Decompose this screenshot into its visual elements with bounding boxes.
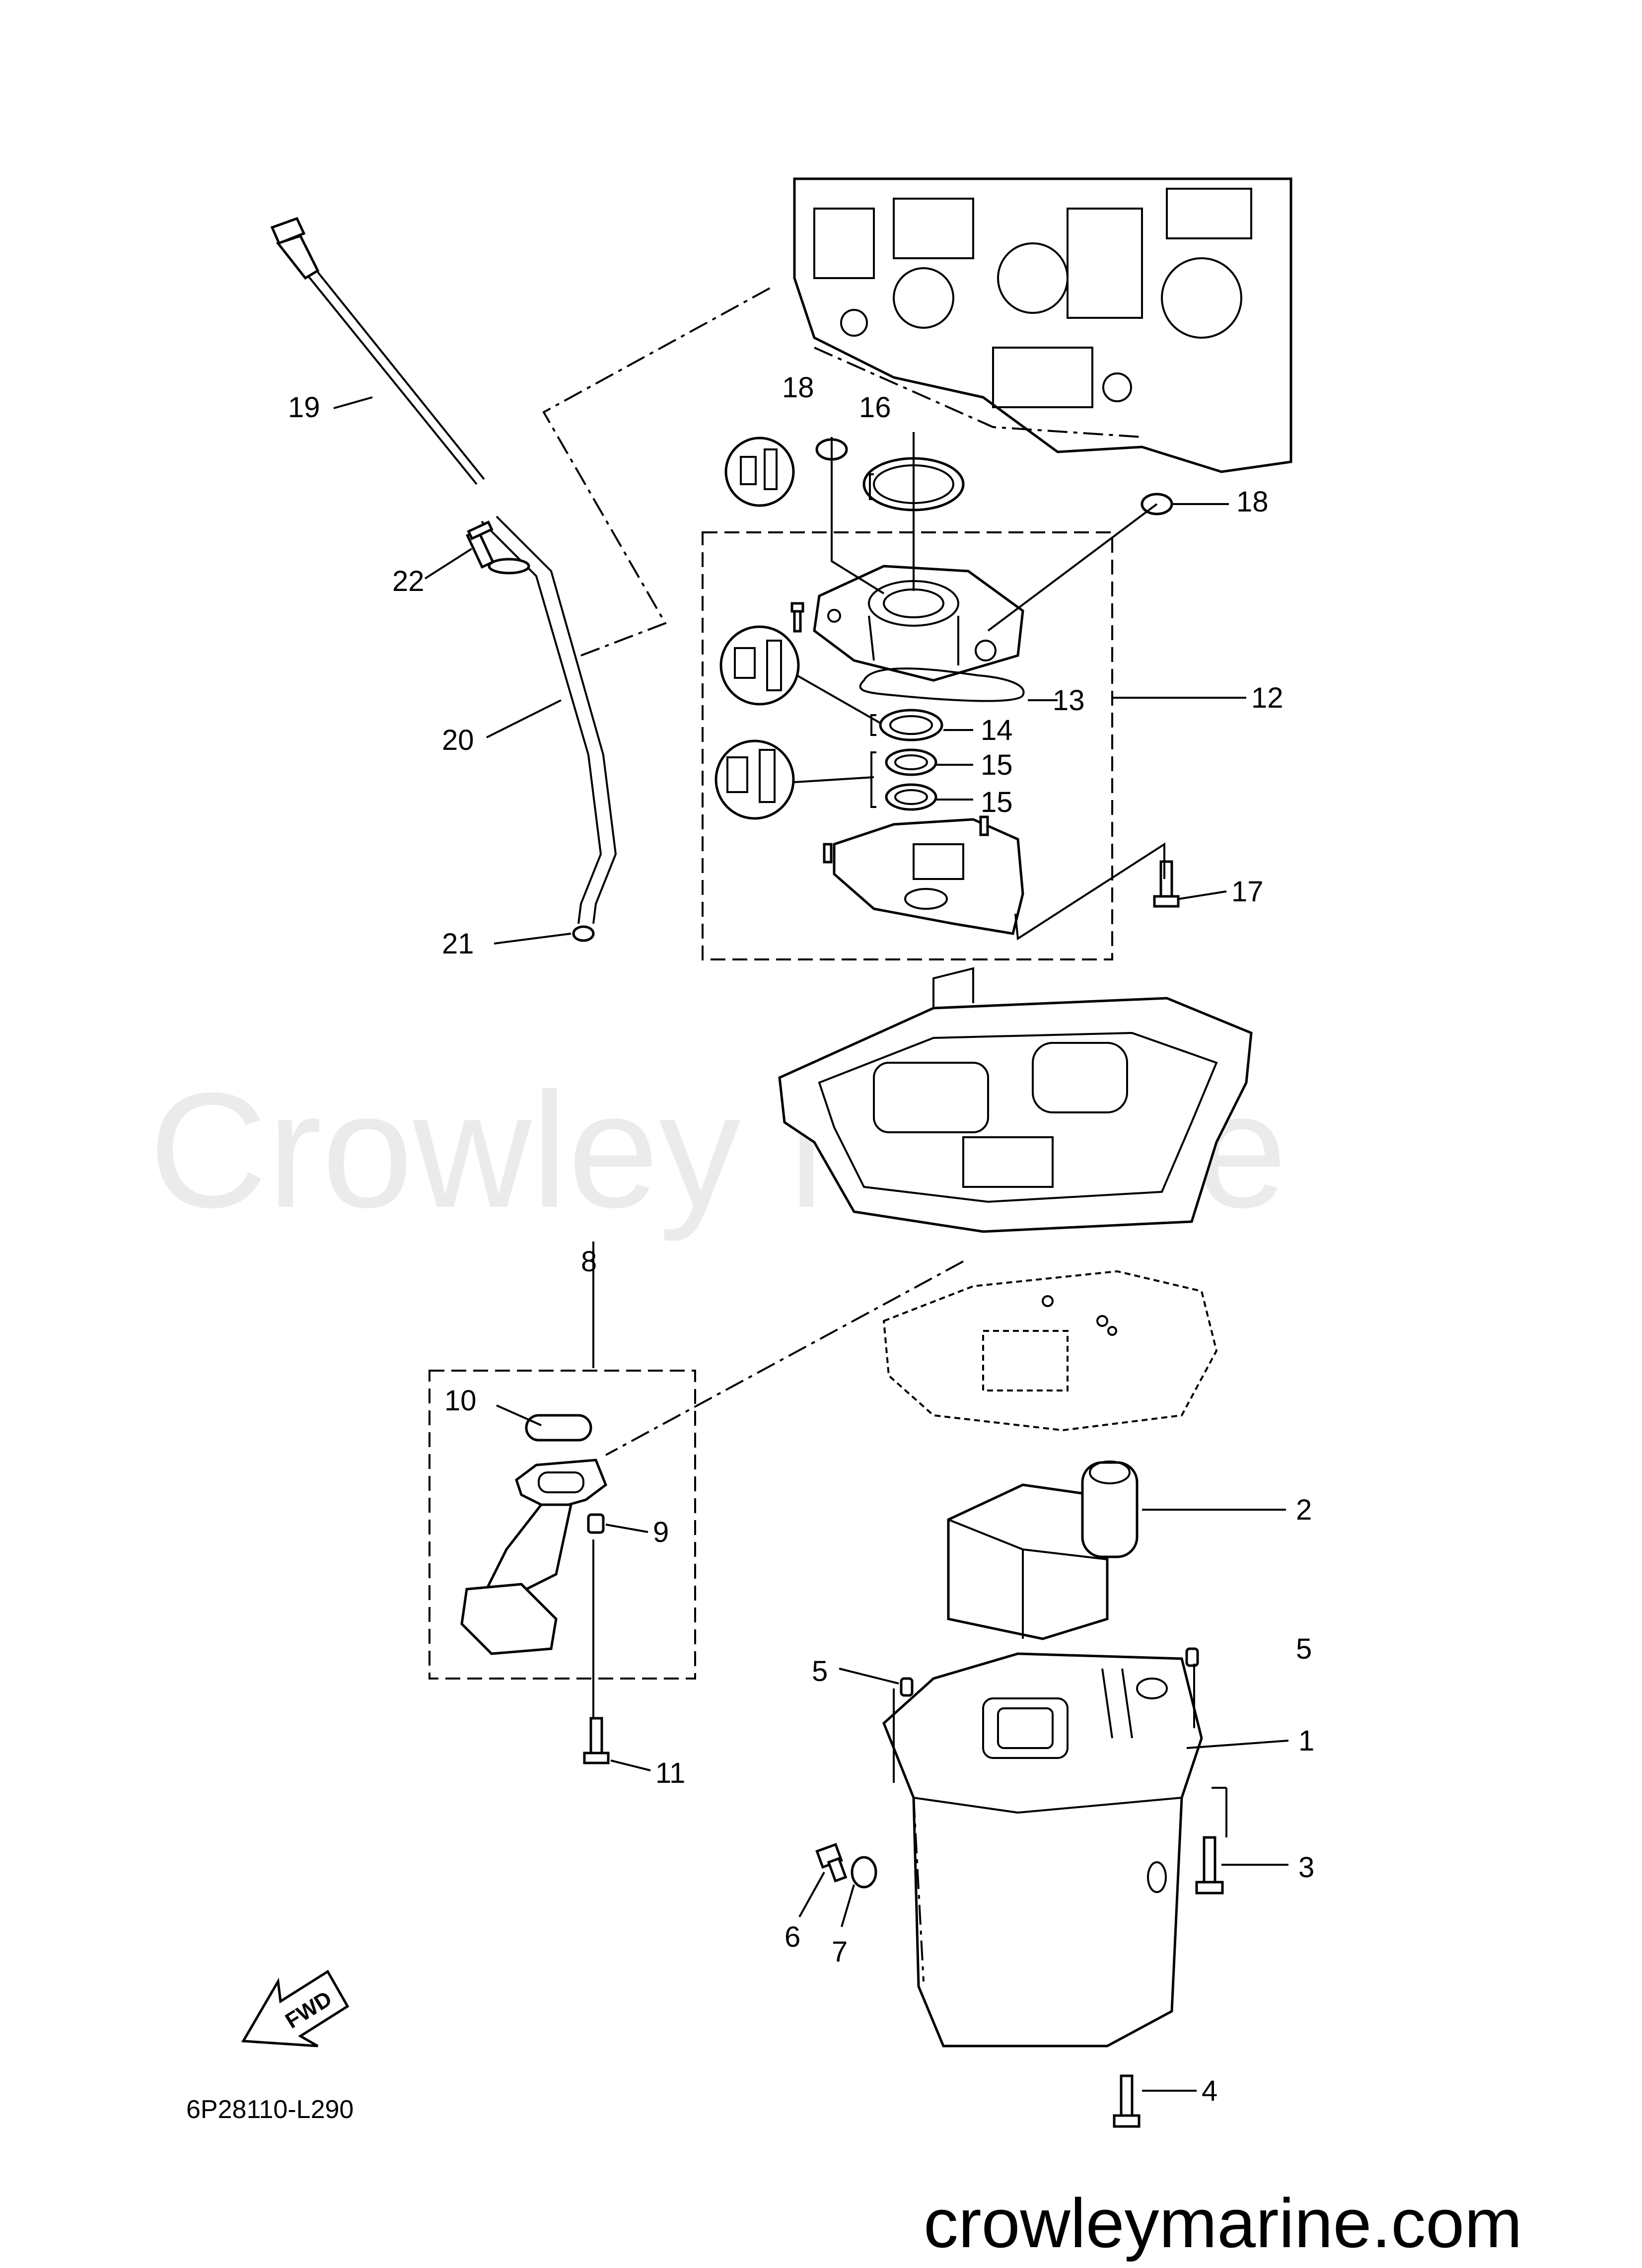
seal-15-upper [885,748,937,776]
leader-lines [333,396,1289,2092]
bolt-17 [1153,860,1180,908]
callout-19: 19 [288,391,320,424]
gasket-13 [859,667,1025,702]
drain-plug-6 [815,1842,848,1883]
callout-6: 6 [785,1921,800,1953]
callout-15-lower: 15 [981,786,1013,818]
callout-5-right: 5 [1296,1633,1312,1665]
callout-13: 13 [1053,684,1085,717]
callout-4: 4 [1202,2075,1217,2107]
callout-20: 20 [442,724,474,756]
callout-5-left: 5 [812,1655,828,1687]
plug-9 [587,1513,605,1534]
oil-pan-1 [882,1652,1203,2048]
callout-14: 14 [981,714,1013,746]
seal-15-lower [870,751,937,811]
callout-12: 12 [1251,682,1284,714]
callout-8: 8 [581,1245,597,1278]
seal-detail-2 [719,625,884,726]
dowel-pin-5-right [1185,1647,1199,1667]
seal-detail-1 [724,437,795,507]
dipstick [270,217,485,485]
callout-2: 2 [1296,1494,1312,1526]
oil-strainer [460,1459,608,1655]
callout-18-left: 18 [782,371,814,404]
callout-7: 7 [832,1936,848,1968]
alignment-line-guide [542,285,775,657]
o-ring-21 [572,925,595,942]
gasket-7 [851,1856,877,1889]
screw-housing [790,602,804,633]
baffle-2 [947,1461,1139,1640]
callout-9: 9 [653,1516,669,1548]
callout-3: 3 [1298,1851,1314,1884]
upper-housing [813,565,1024,682]
bolt-22 [466,520,495,569]
dowel-pin-5-left [900,1677,914,1697]
engine-block [793,177,1292,473]
lower-housing [823,815,1024,935]
callout-18-right: 18 [1236,486,1269,518]
alignment-line-strainer [605,1260,964,1456]
bolt-11 [583,1717,610,1764]
gasket [882,1270,1218,1432]
o-ring-10 [525,1414,592,1442]
diagram-code: 6P28110-L290 [186,2095,354,2124]
callout-labels: 19 22 20 21 18 16 18 13 12 14 15 15 17 8… [288,371,1314,2107]
bolt-3 [1195,1836,1224,1895]
callout-11: 11 [655,1757,685,1789]
seal-detail-3 [714,739,874,820]
callout-16: 16 [859,391,891,424]
callout-10: 10 [444,1385,477,1417]
callout-17: 17 [1231,876,1264,908]
bolt-4 [1113,2074,1141,2128]
fwd-arrow: FWD [241,1970,350,2048]
callout-22: 22 [392,565,425,597]
website-label: crowleymarine.com [924,2184,1522,2262]
callout-15-upper: 15 [981,749,1013,781]
callout-21: 21 [442,928,474,960]
upper-casing [778,967,1253,1233]
seal-14 [870,709,943,741]
callout-1: 1 [1298,1725,1314,1757]
dipstick-guide [481,515,617,924]
assembly-box-8 [428,1370,696,1680]
assembly-box-12 [702,531,1113,960]
